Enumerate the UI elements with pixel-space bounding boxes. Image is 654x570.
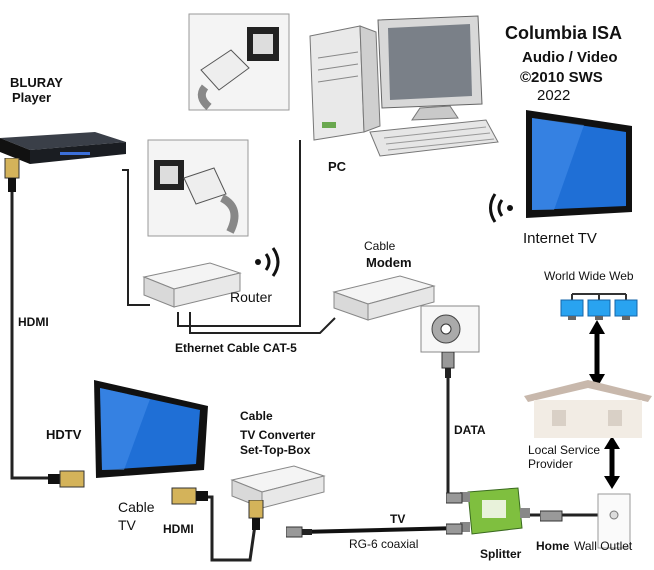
cable-tv-label-line2: TV — [118, 517, 136, 533]
home-label: Home — [536, 539, 570, 553]
hdmi-plug-hdtv — [48, 470, 85, 488]
converter-label-line3: Set-Top-Box — [240, 443, 311, 457]
wall-outlet — [597, 493, 631, 549]
bluray-label-line1: BLURAY — [10, 75, 63, 90]
coax-plug-splitter-data — [446, 492, 463, 504]
coax-splitter — [460, 487, 530, 535]
world-wide-web-label: World Wide Web — [544, 269, 634, 283]
data-label: DATA — [454, 423, 486, 437]
bluray-label-line2: Player — [12, 90, 52, 105]
hdtv-label: HDTV — [46, 427, 82, 442]
title-line2: Audio / Video — [522, 49, 618, 66]
house-building — [524, 380, 652, 438]
router — [142, 262, 242, 308]
tv-converter-set-top-box — [230, 465, 326, 509]
wall-outlet-label: Wall Outlet — [574, 539, 633, 553]
world-wide-web-icon — [560, 293, 638, 320]
ethernet-cable-router-modem — [189, 312, 336, 334]
cable-tv-label-line1: Cable — [118, 499, 155, 515]
hdmi-plug-converter — [248, 500, 264, 530]
title-line3: ©2010 SWS — [520, 69, 603, 86]
pc-label: PC — [328, 159, 347, 174]
title-line1: Columbia ISA — [505, 23, 623, 43]
arrow-web-house — [589, 320, 605, 388]
coax-plug-outlet — [540, 510, 563, 522]
wifi-icon-internet-tv — [489, 193, 513, 223]
arrow-house-outlet — [604, 436, 620, 489]
converter-label-line2: TV Converter — [240, 428, 316, 442]
coax-plug-splitter-tv — [446, 523, 463, 535]
cable-modem — [332, 275, 436, 321]
hdmi-left-label: HDMI — [18, 315, 49, 329]
local-service-label-line1: Local Service — [528, 443, 601, 457]
ethernet-jack-closeup-router — [147, 139, 249, 237]
router-label: Router — [230, 289, 273, 305]
coax-plug-data — [441, 352, 455, 378]
tv-label: TV — [390, 512, 406, 526]
wifi-icon-router — [255, 247, 280, 277]
coax-plug-converter — [286, 526, 312, 538]
cable-modem-label-line1: Cable — [364, 239, 396, 253]
coax-cable-tv — [299, 526, 461, 534]
ethernet-cable-router-pc — [177, 140, 301, 327]
hdmi-cable-bluray-hdtv — [10, 190, 52, 480]
ethernet-cable-bluray-router — [122, 169, 150, 306]
pc-computer — [309, 15, 499, 157]
hdtv — [94, 380, 208, 478]
cable-modem-label-line2: Modem — [366, 255, 412, 270]
bluray-player — [0, 132, 126, 164]
local-service-label-line2: Provider — [528, 457, 573, 471]
rg6-coaxial-label: RG-6 coaxial — [349, 537, 419, 551]
ethernet-jack-closeup-pc — [188, 13, 290, 111]
internet-tv-label: Internet TV — [523, 230, 597, 247]
ethernet-cable-label: Ethernet Cable CAT-5 — [175, 341, 297, 355]
coax-connector-closeup — [420, 305, 480, 353]
title-line4: 2022 — [537, 87, 571, 104]
hdmi-plug-bluray — [4, 158, 20, 192]
internet-tv — [526, 110, 632, 218]
hdmi-bottom-label: HDMI — [163, 522, 194, 536]
hdmi-plug-cable-tv — [171, 487, 208, 505]
converter-label-line1: Cable — [240, 409, 273, 423]
splitter-label: Splitter — [480, 547, 522, 561]
